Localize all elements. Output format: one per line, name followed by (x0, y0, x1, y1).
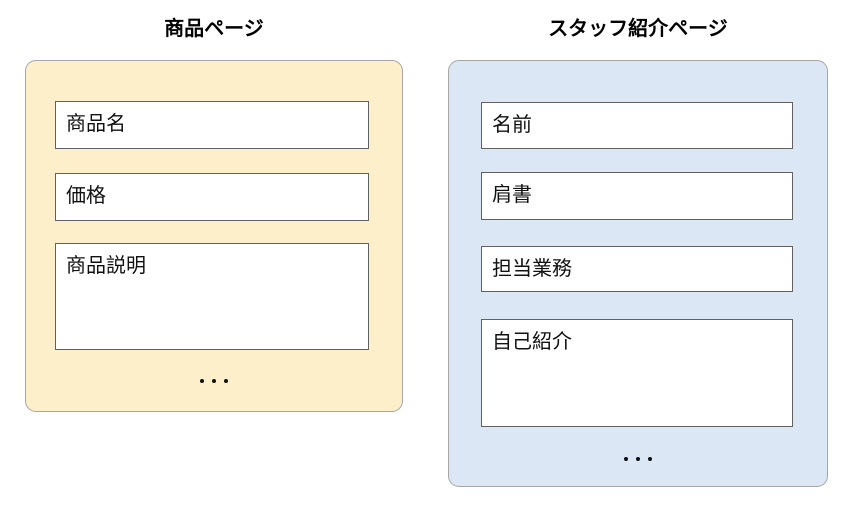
field-product-name: 商品名 (55, 101, 369, 149)
dot (212, 379, 216, 383)
field-self-introduction: 自己紹介 (481, 319, 793, 427)
ellipsis-icon (26, 375, 402, 387)
dot (648, 457, 652, 461)
field-name: 名前 (481, 102, 793, 149)
staff-page-panel: 名前 肩書 担当業務 自己紹介 (448, 60, 828, 487)
ellipsis-icon (449, 453, 827, 465)
field-responsibilities: 担当業務 (481, 246, 793, 292)
product-page-panel: 商品名 価格 商品説明 (25, 60, 403, 412)
field-product-description: 商品説明 (55, 243, 369, 350)
field-price: 価格 (55, 173, 369, 221)
dot (624, 457, 628, 461)
product-page-title: 商品ページ (164, 18, 264, 40)
dot (224, 379, 228, 383)
field-job-title: 肩書 (481, 172, 793, 220)
dot (636, 457, 640, 461)
dot (200, 379, 204, 383)
staff-page-title: スタッフ紹介ページ (548, 18, 728, 40)
